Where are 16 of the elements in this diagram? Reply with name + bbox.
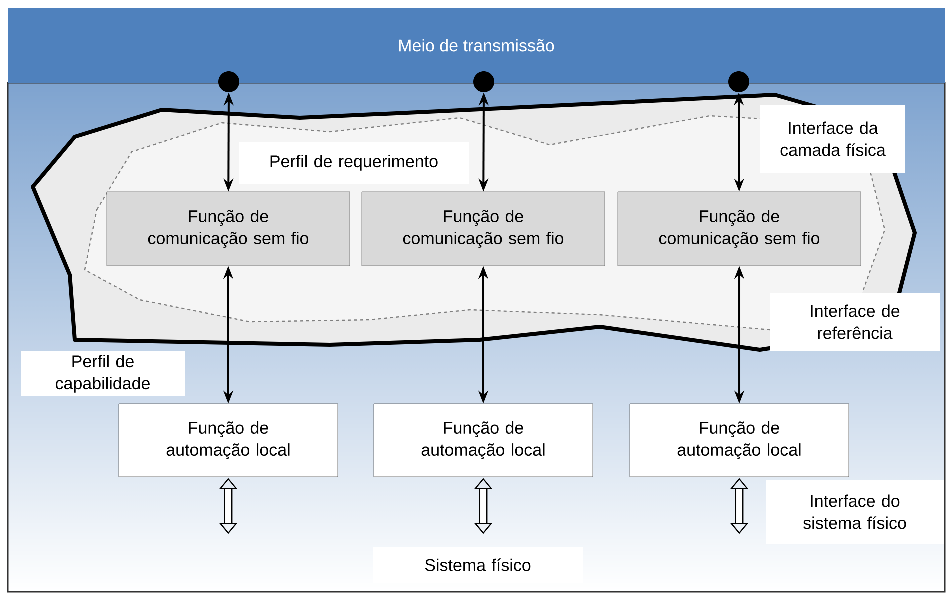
connection-dot [728, 72, 750, 92]
transmission-band: Meio de transmissão [8, 8, 945, 83]
process-box: Função de automação local [374, 404, 594, 478]
text-label: Interface de referência [770, 293, 940, 351]
process-box: Função de comunicação sem fio [106, 192, 350, 266]
connection-dot [474, 72, 494, 92]
process-box: Função de automação local [118, 404, 338, 478]
text-label: Perfil de requerimento [239, 142, 469, 184]
connection-dot [218, 72, 240, 92]
text-label: Interface da camada física [760, 105, 906, 173]
text-label: Interface do sistema físico [766, 480, 944, 544]
process-box: Função de comunicação sem fio [618, 192, 862, 266]
process-box: Função de automação local [630, 404, 850, 478]
text-label: Sistema físico [373, 547, 583, 583]
text-label: Perfil de capabilidade [21, 352, 185, 396]
process-box: Função de comunicação sem fio [362, 192, 606, 266]
